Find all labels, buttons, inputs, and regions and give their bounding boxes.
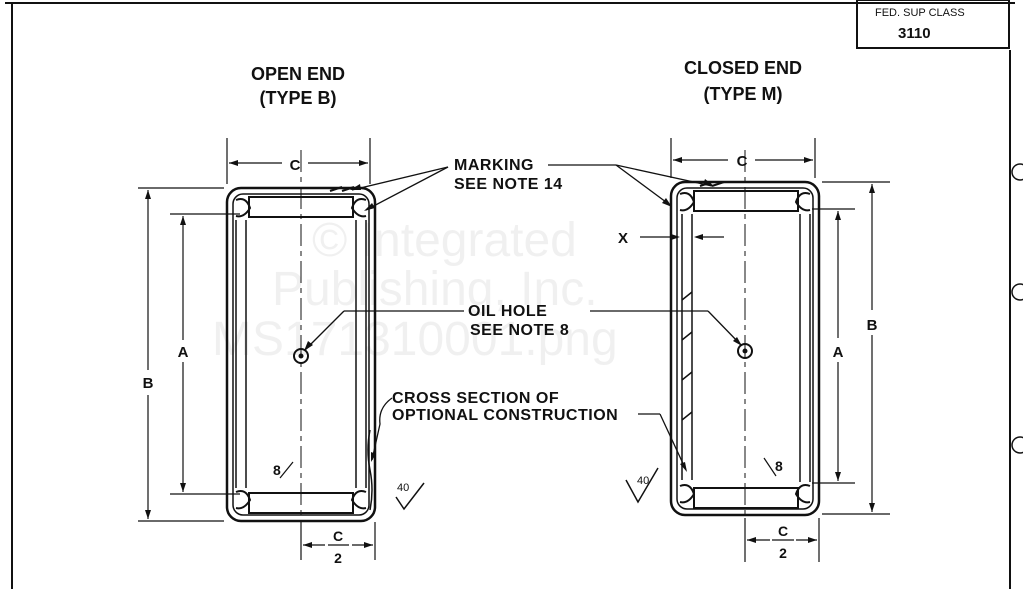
closed-finish-symbol	[625, 467, 659, 504]
open-end-title-line1: OPEN END	[251, 64, 345, 84]
open-dim-angle: 8	[273, 462, 281, 478]
sheet-border	[5, 2, 1015, 589]
margin-marks	[1011, 163, 1023, 454]
closed-dim-x: X	[618, 230, 628, 247]
closed-end-dimensions	[640, 138, 890, 562]
closed-end-title: CLOSED END (TYPE M)	[684, 58, 802, 104]
closed-end-bearing	[669, 150, 821, 560]
cross-section-leaders	[371, 397, 687, 472]
fed-sup-class-label: FED. SUP CLASS	[875, 7, 965, 19]
closed-dim-half-c-den: 2	[779, 545, 787, 561]
title-block: FED. SUP CLASS 3110	[856, 0, 1010, 49]
watermark-line1: © Integrated	[312, 214, 577, 267]
marking-label-line2: SEE NOTE 14	[454, 176, 563, 193]
open-dim-c: C	[290, 157, 301, 174]
oil-hole-label-line2: SEE NOTE 8	[470, 322, 569, 339]
closed-end-title-line2: (TYPE M)	[704, 84, 783, 104]
closed-dim-a: A	[833, 344, 844, 361]
open-finish-symbol	[395, 482, 425, 511]
cross-section-callout: CROSS SECTION OF OPTIONAL CONSTRUCTION	[371, 390, 687, 472]
closed-dim-angle: 8	[775, 458, 783, 474]
closed-finish-value: 40	[637, 475, 649, 487]
cross-section-label-line2: OPTIONAL CONSTRUCTION	[392, 407, 618, 424]
open-end-title: OPEN END (TYPE B)	[251, 64, 345, 108]
watermark-line3: MS171310001.png	[212, 313, 618, 366]
oil-hole-label-line1: OIL HOLE	[468, 303, 547, 320]
closed-dim-c: C	[737, 153, 748, 170]
open-dim-half-c-num: C	[333, 528, 343, 544]
closed-dim-half-c-num: C	[778, 523, 788, 539]
open-end-bearing	[225, 150, 377, 560]
marking-callout: MARKING SEE NOTE 14	[350, 157, 714, 211]
open-dim-b: B	[143, 375, 154, 392]
fed-sup-class-value: 3110	[898, 25, 931, 42]
closed-end-title-line1: CLOSED END	[684, 58, 802, 78]
open-finish-value: 40	[397, 482, 409, 494]
open-dim-half-c-den: 2	[334, 550, 342, 566]
watermark-line2: Publishing, Inc.	[272, 263, 598, 316]
open-end-title-line2: (TYPE B)	[259, 88, 336, 108]
marking-label-line1: MARKING	[454, 157, 534, 174]
oil-hole-leaders	[304, 310, 742, 351]
oil-hole-callout: OIL HOLE SEE NOTE 8	[304, 303, 742, 351]
marking-leaders	[350, 164, 714, 211]
open-dim-a: A	[178, 344, 189, 361]
closed-dim-b: B	[867, 317, 878, 334]
open-end-dimensions	[138, 138, 376, 560]
watermark: © Integrated Publishing, Inc. MS17131000…	[212, 214, 618, 366]
cross-section-label-line1: CROSS SECTION OF	[392, 390, 559, 407]
